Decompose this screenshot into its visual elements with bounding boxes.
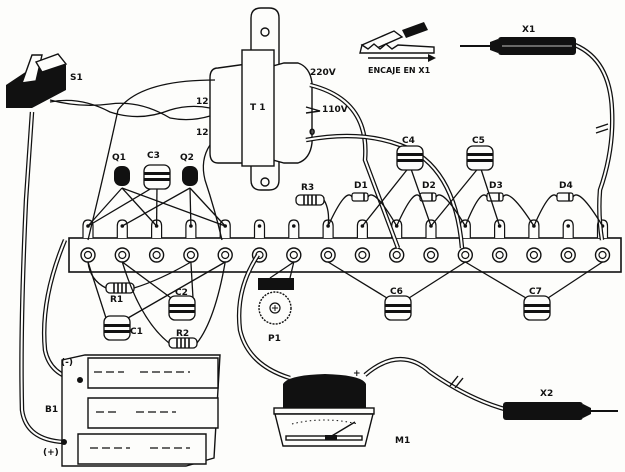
- t1-tap-0: 0: [309, 128, 315, 138]
- terminal-lug: [183, 219, 199, 263]
- resistor-r1: R1: [105, 282, 135, 305]
- battery-holder-b1: (-) (+) B1: [43, 354, 221, 467]
- capacitor-c1: C1: [87, 261, 226, 341]
- c2-label: C2: [175, 288, 188, 298]
- terminal-strip: [68, 219, 622, 273]
- terminal-lug: [560, 219, 576, 263]
- terminal-lug: [148, 219, 165, 263]
- x2-label: X2: [540, 389, 553, 399]
- transistor-q1: Q1: [87, 153, 226, 227]
- d2-label: D2: [422, 181, 436, 191]
- b1-neg-terminal: (-): [61, 358, 73, 368]
- x1-label: X1: [522, 25, 535, 35]
- clip-caption: ENCAJE EN X1: [368, 66, 431, 75]
- diode-d3: D3: [464, 181, 535, 227]
- t1-tap-220v: 220V: [310, 68, 336, 78]
- diode-d1: D1: [327, 181, 398, 227]
- trimmer-p1: P1: [258, 261, 295, 344]
- s1-label: S1: [70, 73, 83, 83]
- capacitor-c5: C5: [430, 136, 501, 227]
- d1-label: D1: [354, 181, 368, 191]
- t1-tap-12a: 12: [196, 97, 209, 107]
- capacitor-c4: C4: [361, 136, 432, 227]
- transformer-t1: T 1 12 12 220V 110V 0: [196, 7, 348, 191]
- r1-label: R1: [110, 295, 123, 305]
- terminal-lug: [457, 219, 473, 263]
- terminal-lug: [251, 219, 268, 263]
- d3-label: D3: [489, 181, 503, 191]
- b1-pos-terminal: (+): [43, 448, 59, 458]
- capacitor-c2: C2: [121, 261, 196, 321]
- probe-x1: X1: [460, 25, 576, 55]
- c4-label: C4: [402, 136, 415, 146]
- t1-label: T 1: [250, 103, 266, 113]
- diode-d2: D2: [396, 181, 466, 227]
- q2-label: Q2: [180, 153, 194, 163]
- m1-label: M1: [395, 436, 410, 446]
- cables: [19, 42, 615, 445]
- m1-plus-mark: +: [353, 369, 361, 379]
- capacitor-c7: C7: [464, 261, 603, 321]
- transistor-q2: Q2: [121, 153, 226, 227]
- q1-label: Q1: [112, 153, 126, 163]
- c1-label: C1: [130, 327, 143, 337]
- alligator-clip-detail: ENCAJE EN X1: [359, 22, 436, 75]
- capacitor-c3: C3: [87, 151, 171, 227]
- diode-d4: D4: [533, 181, 604, 227]
- meter-m1: + M1: [273, 369, 410, 447]
- capacitor-c6: C6: [327, 261, 466, 321]
- p1-label: P1: [268, 334, 281, 344]
- c7-label: C7: [529, 287, 542, 297]
- d4-label: D4: [559, 181, 573, 191]
- b1-label: B1: [45, 405, 58, 415]
- c3-label: C3: [147, 151, 160, 161]
- t1-tap-110v: 110V: [322, 105, 348, 115]
- terminal-lug: [491, 219, 508, 263]
- switch-s1: S1: [6, 53, 83, 108]
- c6-label: C6: [390, 287, 403, 297]
- terminal-lug: [320, 219, 336, 263]
- resistor-r2: R2: [168, 329, 198, 349]
- resistor-r3: R3: [295, 183, 325, 206]
- terminal-lug: [354, 219, 371, 263]
- probe-x2: X2: [503, 389, 618, 420]
- t1-tap-12b: 12: [196, 128, 209, 138]
- r3-label: R3: [301, 183, 314, 193]
- terminal-lug: [423, 219, 439, 263]
- terminal-lug: [286, 219, 302, 263]
- c5-label: C5: [472, 136, 485, 146]
- r2-label: R2: [176, 329, 189, 339]
